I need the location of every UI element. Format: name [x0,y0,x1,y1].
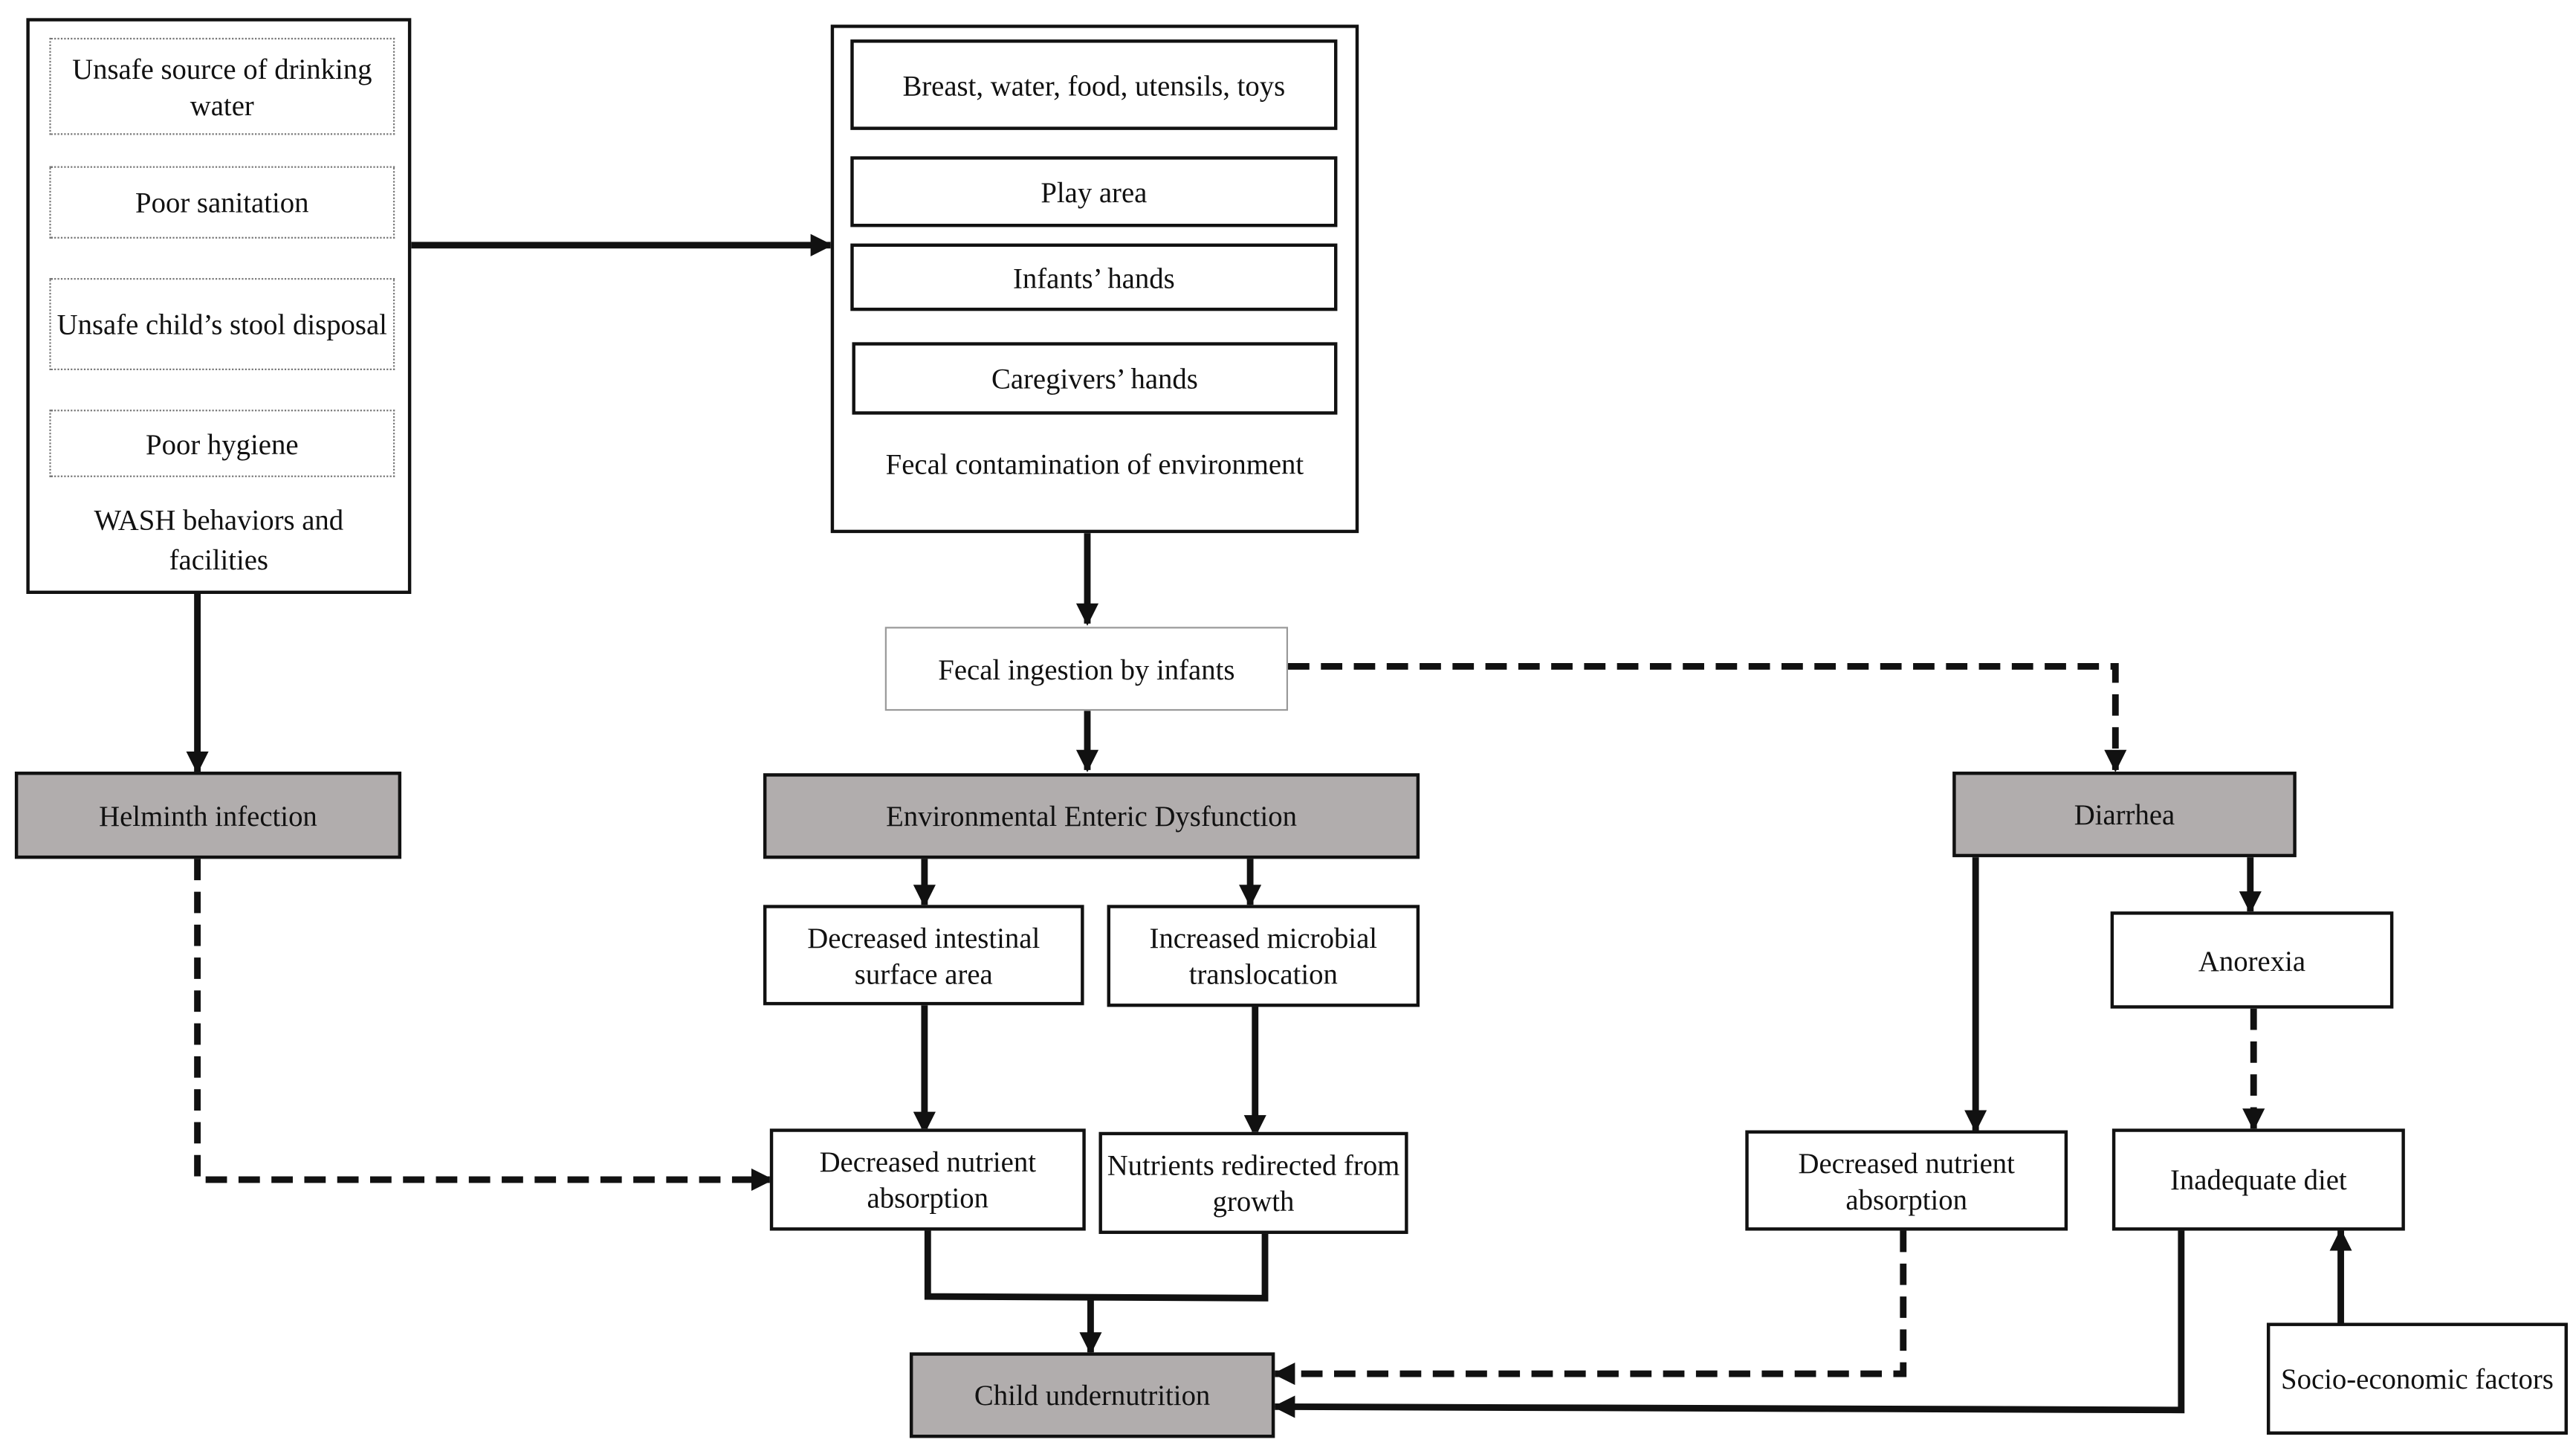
decreased-nutrient-absorption-eed-node: Decreased nutrient absorption [769,1128,1086,1231]
fecal-env-item-infants-hands: Infants’ hands [850,243,1338,311]
socio-economic-factors-node: Socio-economic factors [2266,1322,2568,1435]
wash-item-stool-disposal: Unsafe child’s stool disposal [49,278,395,370]
decreased-surface-area-node: Decreased intestinal surface area [763,905,1084,1006]
decreased-nutrient-absorption-diarrhea-node: Decreased nutrient absorption [1745,1130,2068,1231]
dashed-arrow-ingestion-to-diarrhea [1288,662,2127,772]
nutrients-redirected-node: Nutrients redirected from growth [1098,1131,1408,1234]
wash-item-sanitation: Poor sanitation [49,166,395,239]
fecal-env-item-breast-water-food: Breast, water, food, utensils, toys [850,39,1338,130]
dashed-arrow-helminth-to-absorption [194,859,774,1191]
wash-container-label: WASH behaviors and facilities [94,503,344,576]
bracket-eed-outcomes [924,1230,1269,1302]
inadequate-diet-node: Inadequate diet [2111,1128,2405,1231]
dashed-arrow-dec-absorption-to-undernutrition [1272,1230,1907,1386]
helminth-infection-node: Helminth infection [14,772,402,859]
child-undernutrition-node: Child undernutrition [909,1352,1275,1438]
fecal-ingestion-node: Fecal ingestion by infants [884,627,1289,711]
fecal-env-item-play-area: Play area [850,156,1338,227]
wash-item-drinking-water: Unsafe source of drinking water [49,37,395,135]
arrow-inadequate-diet-to-undernutrition [1272,1229,2185,1418]
anorexia-node: Anorexia [2110,911,2394,1009]
diarrhea-node: Diarrhea [1952,772,2297,858]
fecal-env-container-label: Fecal contamination of environment [885,447,1304,481]
wash-item-hygiene: Poor hygiene [49,410,395,477]
eed-node: Environmental Enteric Dysfunction [763,773,1420,859]
fecal-env-item-caregivers-hands: Caregivers’ hands [852,342,1338,415]
increased-microbial-translocation-node: Increased microbial translocation [1107,905,1420,1007]
